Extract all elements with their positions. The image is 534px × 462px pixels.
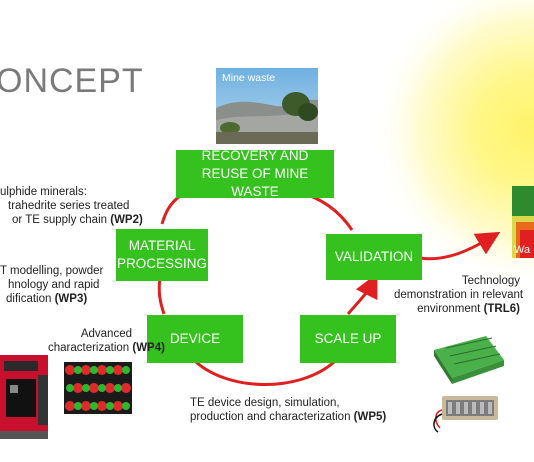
box-recovery-reuse: RECOVERY AND REUSE OF MINE WASTE [176,148,334,199]
box-device: DEVICE [147,315,243,363]
note-wp4-line2: characterization (WP4) [48,342,165,354]
note-wp3-line2: hnology and rapid [8,279,100,291]
note-wp3: T modelling, powder hnology and rapid di… [0,264,103,306]
photo-label: Mine waste [222,72,276,84]
box-recovery-label: RECOVERY AND REUSE OF MINE WASTE [201,148,309,199]
box-device-label: DEVICE [169,331,221,346]
trl-tag: (TRL6) [483,303,520,315]
box-validation: VALIDATION [326,234,422,280]
wp5-tag: (WP5) [353,411,387,423]
note-wp2: ulphide minerals: trahedrite series trea… [0,185,143,227]
box-material-processing: MATERIAL PROCESSING [116,229,208,281]
microstructure-image [64,362,132,414]
note-wp3-line1: T modelling, powder [0,265,104,277]
note-wp5-line1: TE device design, simulation, [190,397,340,409]
device-photo-1 [428,330,508,386]
note-wp2-line3: or TE supply chain (WP2) [12,214,143,226]
note-wp4: Advanced characterization (WP4) [48,327,165,355]
mine-waste-photo: Mine waste [216,68,318,144]
box-scaleup-label: SCALE UP [314,331,382,346]
device-photo-2 [428,388,508,434]
note-wp2-line1: ulphide minerals: [0,186,87,198]
machine-image [0,355,58,441]
note-trl6: Technology demonstration in relevant env… [394,274,524,316]
page-title: ONCEPT [0,62,144,100]
wp4-tag: (WP4) [132,342,165,354]
note-trl-line1: Technology [461,275,520,287]
note-wp2-line2: trahedrite series treated [8,200,130,212]
note-wp3-line3: dification (WP3) [6,293,88,305]
note-wp5-line2: production and characterization (WP5) [190,411,387,423]
note-wp4-line1: Advanced [80,328,132,340]
box-scale-up: SCALE UP [300,315,396,363]
wp3-tag: (WP3) [54,293,88,305]
note-trl-line2: demonstration in relevant [394,289,524,301]
wp2-tag: (WP2) [110,214,143,226]
box-material-label: MATERIAL PROCESSING [116,238,208,271]
thermal-image: Wa [512,186,534,258]
note-wp5: TE device design, simulation, production… [190,396,386,424]
sun-glow [380,0,534,462]
box-validation-label: VALIDATION [334,249,414,264]
sun-label: Wa [514,244,531,256]
note-trl-line3: environment (TRL6) [417,303,520,315]
